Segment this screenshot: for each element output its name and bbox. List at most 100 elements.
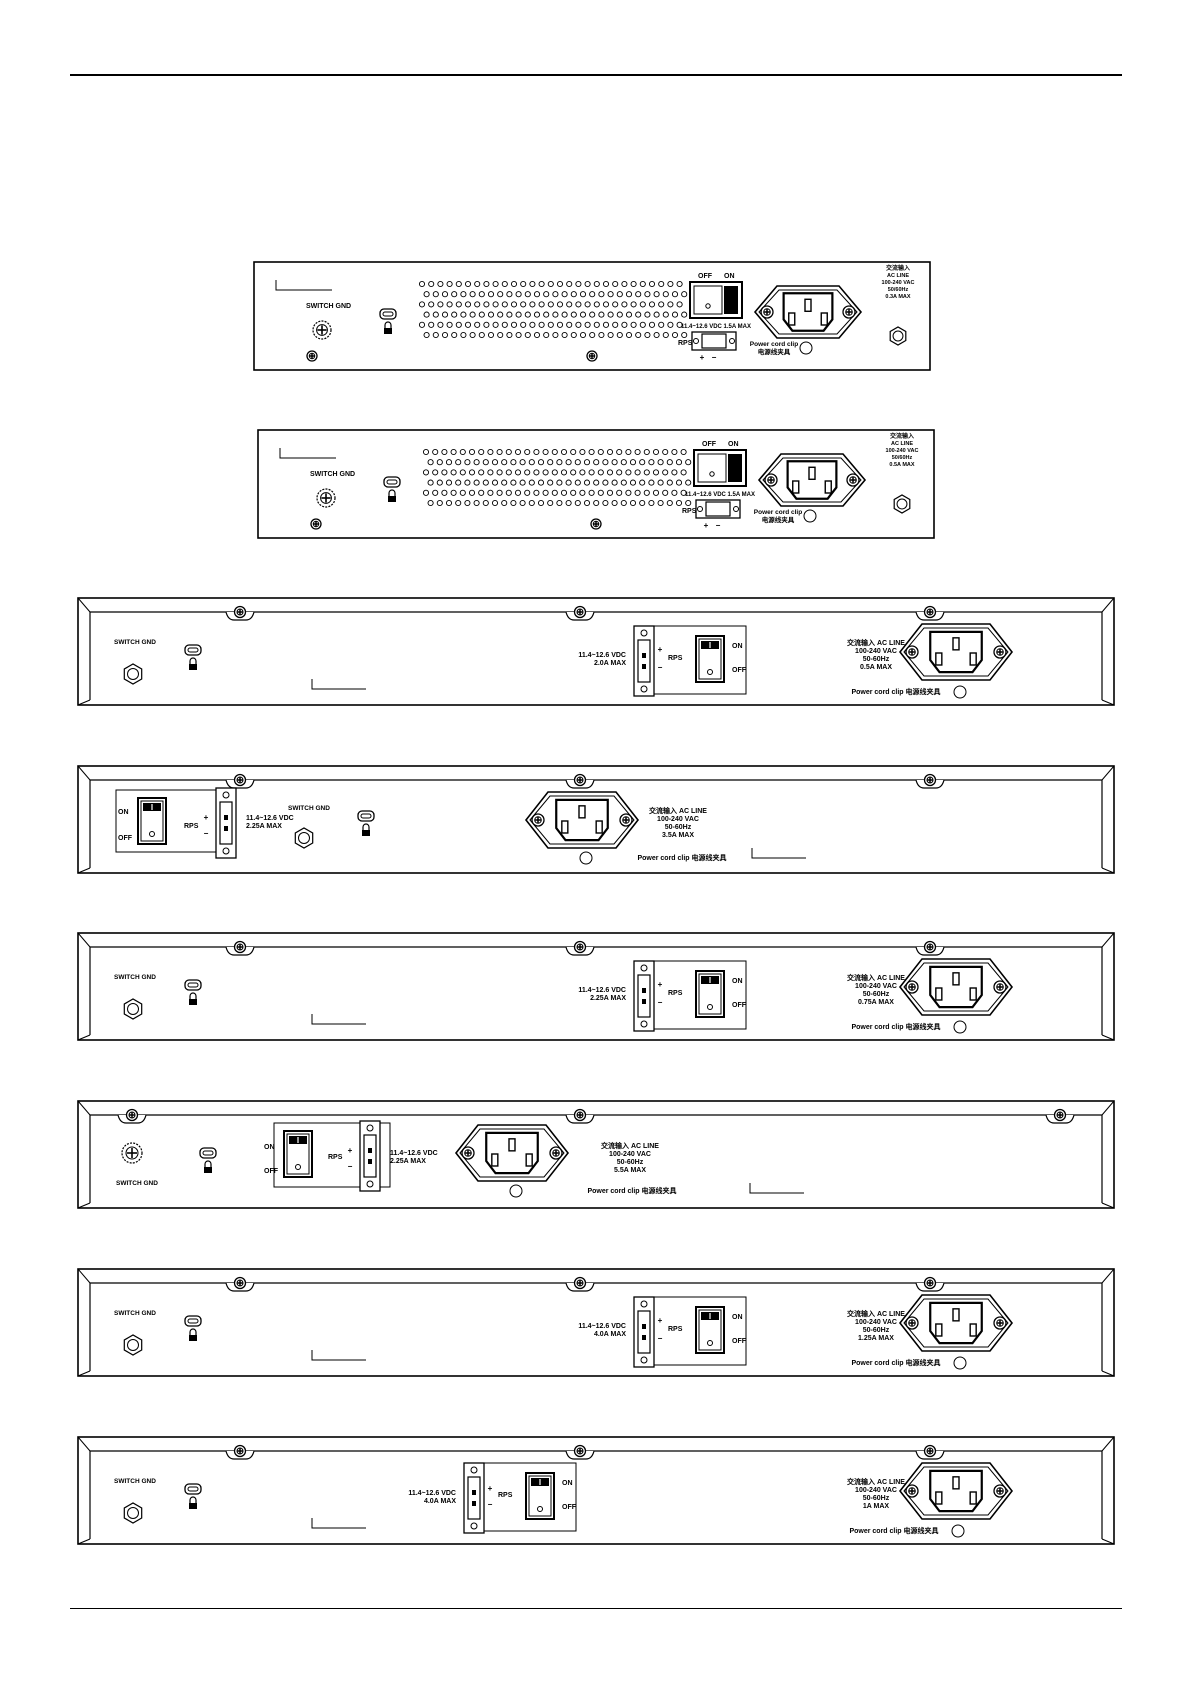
ac-line-label: AC LINE — [887, 273, 909, 279]
ac-frequency-label: 50/60Hz — [888, 287, 909, 293]
switch-gnd-label: SWITCH GND — [114, 1310, 156, 1317]
screw-icon — [586, 350, 598, 362]
screw-icon — [923, 1276, 937, 1290]
ac-power-inlet[interactable] — [898, 1294, 1014, 1352]
ac-voltage-label: 100-240 VAC — [855, 1319, 897, 1326]
power-switch[interactable] — [695, 1306, 725, 1354]
switch-on-label: ON — [118, 809, 129, 816]
rps-connector[interactable] — [633, 960, 655, 1032]
power-switch[interactable] — [693, 449, 747, 487]
power-switch[interactable] — [283, 1130, 313, 1178]
power-switch[interactable] — [525, 1472, 555, 1520]
ac-frequency-label: 50-60Hz — [863, 991, 890, 998]
ac-power-inlet[interactable] — [898, 623, 1014, 681]
power-cord-clip-label: Power cord clip 电源线夹具 — [851, 1358, 940, 1367]
label-area-mark — [749, 1183, 804, 1194]
ac-frequency-label: 50-60Hz — [863, 1327, 890, 1334]
ac-voltage-label: 100-240 VAC — [609, 1151, 651, 1158]
rps-voltage-label: 11.4~12.6 VDC — [390, 1150, 438, 1157]
rps-connector[interactable] — [215, 787, 237, 859]
screw-icon — [233, 605, 247, 619]
ac-frequency-label: 50-60Hz — [863, 656, 890, 663]
power-switch[interactable] — [695, 970, 725, 1018]
switch-off-label: OFF — [702, 441, 717, 448]
switch-on-label: ON — [732, 978, 743, 985]
ac-power-inlet[interactable] — [753, 285, 863, 339]
switch-on-label: ON — [724, 273, 735, 280]
ac-line-label: AC LINE — [891, 441, 913, 447]
screw-icon — [760, 305, 774, 319]
switch-gnd-label: SWITCH GND — [114, 1478, 156, 1485]
screw-icon — [923, 940, 937, 954]
rps-connector[interactable] — [633, 625, 655, 697]
rps-connector[interactable] — [463, 1462, 485, 1534]
chassis-outline — [77, 1100, 1115, 1209]
ac-line-label: 交流输入 AC LINE — [847, 1477, 905, 1486]
rps-voltage-label: 11.4~12.6 VDC — [246, 815, 294, 822]
ac-frequency-label: 50-60Hz — [617, 1159, 644, 1166]
screw-icon — [993, 1316, 1007, 1330]
ac-voltage-label: 100-240 VAC — [657, 816, 699, 823]
rps-connector[interactable] — [359, 1120, 381, 1192]
power-cord-clip-label: Power cord clip 电源线夹具 — [849, 1526, 938, 1535]
ac-current-label: 0.75A MAX — [858, 999, 894, 1006]
rps-plus-label: + — [658, 1316, 663, 1325]
switch-off-label: OFF — [732, 1338, 747, 1345]
ac-frequency-label: 50/60Hz — [892, 455, 913, 461]
ac-power-inlet[interactable] — [757, 453, 867, 507]
switch-on-label: ON — [732, 1314, 743, 1321]
power-cord-clip-label: Power cord clip 电源线夹具 — [851, 1022, 940, 1031]
screw-icon — [573, 773, 587, 787]
ventilation-holes — [418, 280, 688, 339]
ac-power-inlet[interactable] — [454, 1124, 570, 1182]
ac-line-label: 交流输入 AC LINE — [649, 806, 707, 815]
ac-power-inlet[interactable] — [524, 791, 640, 849]
rps-voltage-label: 11.4~12.6 VDC — [578, 652, 626, 659]
power-cord-clip-label: Power cord clip — [750, 341, 798, 348]
ac-current-label: 0.3A MAX — [885, 294, 910, 300]
ground-terminal-icon — [294, 827, 314, 849]
screw-icon — [590, 518, 602, 530]
rps-voltage-label: 11.4~12.6 VDC — [578, 1323, 626, 1330]
screw-icon — [1053, 1108, 1067, 1122]
screw-icon — [573, 940, 587, 954]
power-switch[interactable] — [695, 635, 725, 683]
rps-connector[interactable] — [691, 331, 737, 351]
ground-terminal-icon — [123, 1502, 143, 1524]
power-switch[interactable] — [689, 281, 743, 319]
label-area-mark — [275, 280, 332, 291]
rps-connector[interactable] — [633, 1296, 655, 1368]
rps-bracket — [273, 1122, 391, 1188]
ac-frequency-label: 50-60Hz — [665, 824, 692, 831]
ac-power-inlet[interactable] — [898, 958, 1014, 1016]
security-lock-slot-icon — [184, 979, 202, 1005]
power-switch[interactable] — [137, 797, 167, 845]
rps-minus-label: − — [658, 998, 663, 1007]
ac-current-label: 0.5A MAX — [860, 664, 892, 671]
label-area-mark — [311, 1350, 366, 1361]
ac-current-label: 0.5A MAX — [889, 462, 914, 468]
label-area-mark — [311, 1014, 366, 1025]
ground-screw-icon — [316, 488, 336, 508]
security-lock-slot-icon — [379, 308, 397, 334]
ac-current-label: 5.5A MAX — [614, 1167, 646, 1174]
ac-voltage-label: 100-240 VAC — [882, 280, 915, 286]
screw-icon — [306, 350, 318, 362]
ac-current-label: 1.25A MAX — [858, 1335, 894, 1342]
screw-icon — [905, 645, 919, 659]
power-cord-clip-cn-label: 电源线夹具 — [762, 515, 795, 524]
switch-on-label: ON — [264, 1144, 275, 1151]
security-lock-slot-icon — [383, 476, 401, 502]
rps-minus-label: − — [348, 1162, 353, 1171]
screw-icon — [461, 1146, 475, 1160]
screw-icon — [573, 1276, 587, 1290]
rps-connector[interactable] — [695, 499, 741, 519]
screw-icon — [993, 980, 1007, 994]
ac-power-inlet[interactable] — [898, 1462, 1014, 1520]
rps-minus-label: − — [658, 1334, 663, 1343]
